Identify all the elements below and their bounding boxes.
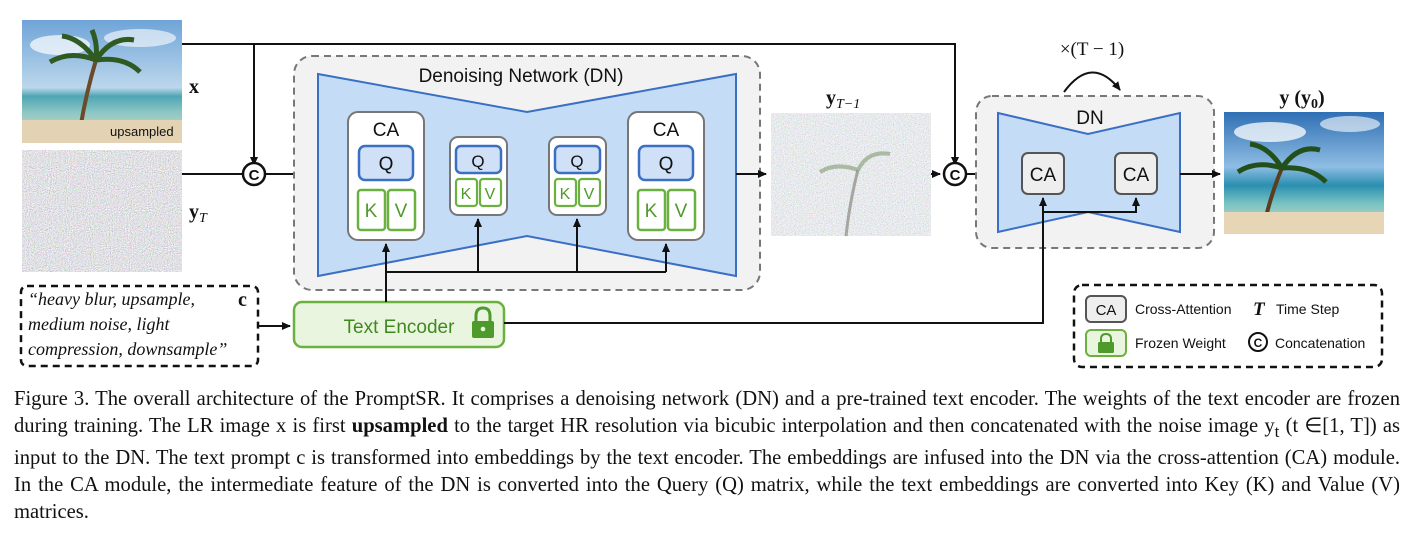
svg-text:V: V	[485, 186, 496, 203]
concat-symbol-2: C	[942, 161, 968, 187]
lock-icon	[472, 306, 494, 338]
svg-text:K: K	[461, 186, 472, 203]
svg-text:Q: Q	[471, 152, 484, 171]
text-encoder-label: Text Encoder	[344, 317, 456, 338]
svg-text:K: K	[560, 186, 571, 203]
ca-block-5: CA	[1021, 152, 1065, 195]
legend-ca: CA Cross-Attention	[1085, 295, 1231, 323]
legend-timestep: T Time Step	[1253, 299, 1339, 320]
svg-text:V: V	[675, 201, 688, 222]
input-image-x: upsampled	[22, 20, 182, 143]
svg-text:CA: CA	[1123, 165, 1150, 186]
svg-text:CA: CA	[653, 120, 680, 141]
x-label: x	[189, 76, 199, 98]
encoder-to-dn2-lines	[504, 197, 1140, 324]
svg-text:C: C	[950, 167, 961, 184]
ca-block-6: CA	[1114, 152, 1158, 195]
concat-symbol-1: C	[241, 161, 267, 187]
svg-text:C: C	[1254, 336, 1263, 350]
ca-block-3: Q K V	[548, 136, 607, 216]
loop-arrow	[1063, 71, 1121, 93]
svg-text:Q: Q	[570, 152, 583, 171]
q-label: Q	[379, 154, 394, 175]
upsampled-label: upsampled	[110, 124, 174, 139]
ca-block-1: CA Q K V	[347, 111, 425, 241]
svg-text:Time Step: Time Step	[1276, 301, 1339, 317]
svg-text:T: T	[1253, 299, 1266, 320]
dn2-title: DN	[1076, 108, 1103, 129]
legend-concat: C Concatenation	[1248, 332, 1365, 352]
svg-text:CA: CA	[373, 120, 400, 141]
lock-icon	[1100, 332, 1112, 343]
dn-title: Denoising Network (DN)	[419, 66, 624, 87]
ca-block-4: CA Q K V	[627, 111, 705, 241]
noise-image-yT	[22, 150, 182, 272]
legend-box	[1072, 283, 1384, 369]
legend-frozen: Frozen Weight	[1085, 329, 1226, 357]
svg-text:CA: CA	[1030, 165, 1057, 186]
skip-connection-line	[182, 43, 959, 166]
v-label: V	[395, 201, 408, 222]
figure-caption: Figure 3. The overall architecture of th…	[14, 388, 1400, 524]
svg-text:CA: CA	[1096, 302, 1117, 319]
yT1-label: yT−1	[826, 87, 860, 112]
prompt-text: “heavy blur, upsample, medium noise, lig…	[28, 289, 227, 359]
svg-text:V: V	[584, 186, 595, 203]
svg-text:C: C	[249, 167, 260, 184]
svg-text:Q: Q	[659, 154, 674, 175]
k-label: K	[365, 201, 378, 222]
c-label: c	[238, 289, 247, 311]
output-image-y0	[1224, 112, 1384, 234]
svg-text:Frozen Weight: Frozen Weight	[1135, 335, 1226, 351]
svg-text:Cross-Attention: Cross-Attention	[1135, 301, 1231, 317]
image-yT-minus-1	[771, 113, 931, 237]
loop-label: ×(T − 1)	[1060, 39, 1124, 60]
ca-block-2: Q K V	[449, 136, 508, 216]
architecture-diagram: upsampled x yT C Denoising Network (DN) …	[19, 20, 1384, 369]
svg-text:K: K	[645, 201, 658, 222]
text-encoder: Text Encoder	[292, 300, 506, 349]
yT-label: yT	[189, 201, 208, 226]
embedding-arrows	[382, 218, 670, 298]
output-label: y (y0)	[1279, 87, 1324, 112]
svg-text:Concatenation: Concatenation	[1275, 335, 1365, 351]
